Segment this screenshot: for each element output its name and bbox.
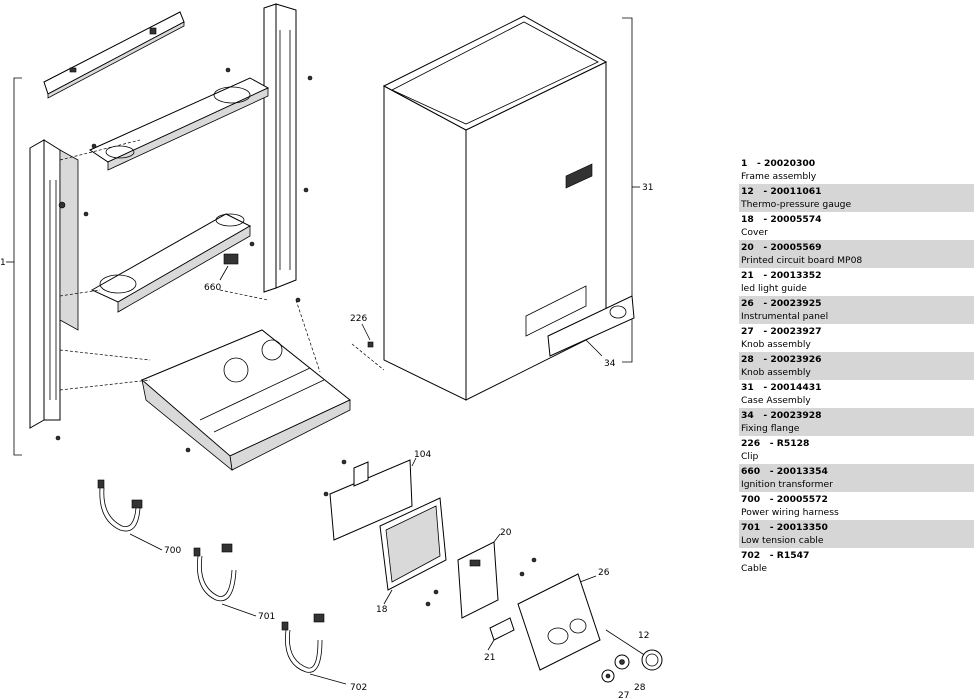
case-assembly-bracket [622, 17, 640, 363]
knob-assembly-27 [601, 669, 615, 683]
legend-part-description: Cover [741, 227, 768, 238]
legend-row: 20 - 20005569 Printed circuit board MP08 [739, 240, 974, 268]
legend-part-description: Low tension cable [741, 535, 824, 546]
callout-104: 104 [414, 450, 431, 460]
callout-21: 21 [484, 653, 495, 663]
legend-row: 31 - 20014431 Case Assembly [739, 380, 974, 408]
legend-part-code: 226 - R5128 [741, 438, 810, 449]
legend-part-code: 1 - 20020300 [741, 158, 816, 169]
callout-1: 1 [0, 258, 6, 268]
legend-part-description: Thermo-pressure gauge [741, 199, 852, 210]
legend-part-code: 12 - 20011061 [741, 186, 822, 197]
printed-circuit-board [457, 533, 501, 619]
legend-row: 701 - 20013350 Low tension cable [739, 520, 974, 548]
fixing-screws [55, 67, 537, 607]
callout-34: 34 [604, 359, 616, 369]
legend-part-description: Cable [741, 563, 768, 574]
legend-part-description: Clip [741, 451, 759, 462]
low-tension-cable [193, 543, 257, 617]
callout-20: 20 [500, 528, 512, 538]
knob-assembly-28 [614, 654, 630, 670]
right-frame-member [263, 3, 297, 293]
led-light-guide [487, 617, 515, 651]
legend-part-code: 18 - 20005574 [741, 214, 822, 225]
callout-26: 26 [598, 568, 610, 578]
legend-part-code: 700 - 20005572 [741, 494, 828, 505]
legend-part-code: 21 - 20013352 [741, 270, 822, 281]
callout-18: 18 [376, 605, 388, 615]
callout-660: 660 [204, 283, 221, 293]
legend-part-code: 34 - 20023928 [741, 410, 822, 421]
parts-legend: 1 - 20020300 Frame assembly 12 - 2001106… [739, 156, 974, 576]
legend-part-code: 27 - 20023927 [741, 326, 822, 337]
legend-part-code: 701 - 20013350 [741, 522, 828, 533]
upper-crossmember [88, 77, 270, 171]
legend-part-code: 20 - 20005569 [741, 242, 822, 253]
case-assembly [382, 15, 608, 401]
legend-row: 226 - R5128 Clip [739, 436, 974, 464]
legend-part-description: Case Assembly [741, 395, 811, 406]
base-tray [141, 329, 351, 471]
clip [361, 323, 374, 348]
legend-part-code: 26 - 20023925 [741, 298, 822, 309]
legend-part-code: 702 - R1547 [741, 550, 810, 561]
legend-part-description: Knob assembly [741, 367, 811, 378]
legend-part-description: Fixing flange [741, 423, 800, 434]
fixing-flange [547, 295, 635, 357]
legend-row: 27 - 20023927 Knob assembly [739, 324, 974, 352]
legend-row: 12 - 20011061 Thermo-pressure gauge [739, 184, 974, 212]
cover [379, 497, 447, 605]
legend-part-description: Power wiring harness [741, 507, 839, 518]
legend-row: 1 - 20020300 Frame assembly [739, 156, 974, 184]
instrumental-panel [517, 573, 601, 671]
callout-701: 701 [258, 612, 275, 622]
legend-part-description: Instrumental panel [741, 311, 829, 322]
thermo-pressure-gauge [605, 629, 663, 671]
callout-28: 28 [634, 683, 646, 693]
legend-row: 700 - 20005572 Power wiring harness [739, 492, 974, 520]
legend-row: 28 - 20023926 Knob assembly [739, 352, 974, 380]
left-frame-member [29, 139, 79, 429]
callout-31: 31 [642, 183, 653, 193]
legend-part-description: Knob assembly [741, 339, 811, 350]
legend-row: 702 - R1547 Cable [739, 548, 974, 576]
legend-row: 34 - 20023928 Fixing flange [739, 408, 974, 436]
frame-assembly-bracket [6, 77, 22, 456]
legend-part-code: 28 - 20023926 [741, 354, 822, 365]
legend-row: 21 - 20013352 led light guide [739, 268, 974, 296]
callout-27: 27 [618, 691, 629, 700]
power-wiring-harness [97, 479, 163, 551]
legend-part-description: led light guide [741, 283, 807, 294]
callout-12: 12 [638, 631, 649, 641]
legend-part-description: Frame assembly [741, 171, 817, 182]
legend-row: 660 - 20013354 Ignition transformer [739, 464, 974, 492]
lower-crossmember [90, 213, 252, 313]
cable [281, 613, 347, 685]
legend-part-code: 31 - 20014431 [741, 382, 822, 393]
legend-part-description: Ignition transformer [741, 479, 833, 490]
callout-702: 702 [350, 683, 367, 693]
legend-row: 18 - 20005574 Cover [739, 212, 974, 240]
pcb-cover-plate [329, 457, 417, 541]
legend-part-description: Printed circuit board MP08 [741, 255, 863, 266]
legend-part-code: 660 - 20013354 [741, 466, 828, 477]
ignition-transformer [219, 253, 239, 281]
legend-row: 26 - 20023925 Instrumental panel [739, 296, 974, 324]
callout-226: 226 [350, 314, 367, 324]
callout-700: 700 [164, 546, 181, 556]
top-mounting-rail [43, 11, 185, 99]
